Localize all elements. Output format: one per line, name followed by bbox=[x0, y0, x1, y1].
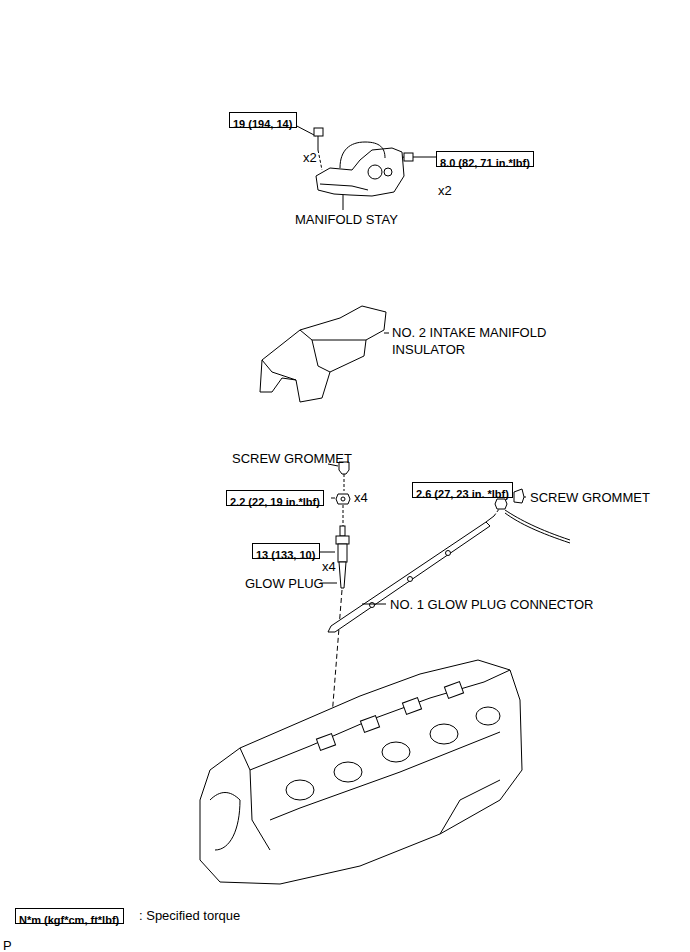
part-label: x2 bbox=[438, 182, 452, 199]
part-label: MANIFOLD STAY bbox=[295, 211, 398, 228]
torque-value: 13 (133, 10) bbox=[256, 549, 315, 562]
torque-value: 2.2 (22, 19 in.*lbf) bbox=[230, 496, 320, 509]
bolt bbox=[293, 124, 323, 170]
torque-box: 13 (133, 10) bbox=[252, 543, 320, 559]
part-label: : Specified torque bbox=[139, 907, 240, 924]
part-label: SCREW GROMMET bbox=[530, 489, 650, 506]
torque-box: 8.0 (82, 71 in.*lbf) bbox=[436, 151, 534, 167]
part-label: NO. 1 GLOW PLUG CONNECTOR bbox=[390, 596, 593, 613]
part-label: SCREW GROMMET bbox=[232, 450, 352, 467]
torque-value: 19 (194, 14) bbox=[233, 118, 292, 131]
part-label: x4 bbox=[354, 489, 368, 506]
torque-value: 2.6 (27, 23 in. *lbf) bbox=[416, 488, 509, 501]
torque-box: 2.6 (27, 23 in. *lbf) bbox=[412, 482, 513, 498]
manifold-stay bbox=[316, 142, 404, 210]
engine bbox=[200, 660, 522, 884]
part-label: x2 bbox=[303, 149, 317, 166]
part-label: NO. 2 INTAKE MANIFOLD INSULATOR bbox=[392, 324, 572, 358]
torque-box: 2.2 (22, 19 in.*lbf) bbox=[226, 490, 324, 506]
torque-box: 19 (194, 14) bbox=[229, 112, 297, 128]
torque-value: N*m (kgf*cm, ft*lbf) bbox=[19, 914, 119, 927]
insulator bbox=[260, 306, 389, 402]
part-label: P bbox=[3, 937, 12, 952]
part-label: GLOW PLUG bbox=[245, 575, 324, 592]
torque-value: 8.0 (82, 71 in.*lbf) bbox=[440, 157, 530, 170]
part-label: x4 bbox=[322, 558, 336, 575]
torque-box: N*m (kgf*cm, ft*lbf) bbox=[15, 908, 124, 924]
screw-grommet bbox=[328, 462, 349, 491]
glow-plug-connector bbox=[328, 505, 502, 632]
nut bbox=[331, 494, 350, 526]
screw-grommet bbox=[514, 489, 526, 503]
